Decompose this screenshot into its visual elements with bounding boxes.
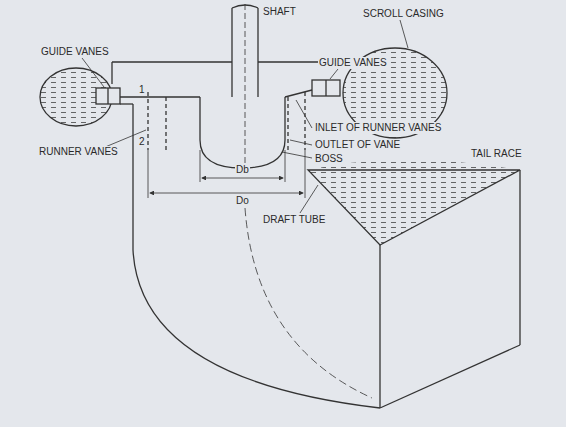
part-label: GUIDE VANES bbox=[40, 46, 110, 58]
part-label: Db bbox=[235, 164, 250, 176]
part-label: DRAFT TUBE bbox=[262, 214, 326, 226]
part-label: BOSS bbox=[314, 153, 344, 165]
part-label: 2 bbox=[138, 136, 146, 148]
part-label: 1 bbox=[138, 84, 146, 96]
part-label: GUIDE VANES bbox=[318, 57, 388, 69]
part-label: SHAFT bbox=[262, 6, 297, 18]
part-label: RUNNER VANES bbox=[38, 146, 119, 158]
part-label: Do bbox=[235, 195, 250, 207]
part-label: TAIL RACE bbox=[470, 148, 523, 160]
part-label: SCROLL CASING bbox=[362, 8, 445, 20]
part-label: INLET OF RUNNER VANES bbox=[314, 122, 442, 134]
part-label: OUTLET OF VANE bbox=[314, 139, 401, 151]
